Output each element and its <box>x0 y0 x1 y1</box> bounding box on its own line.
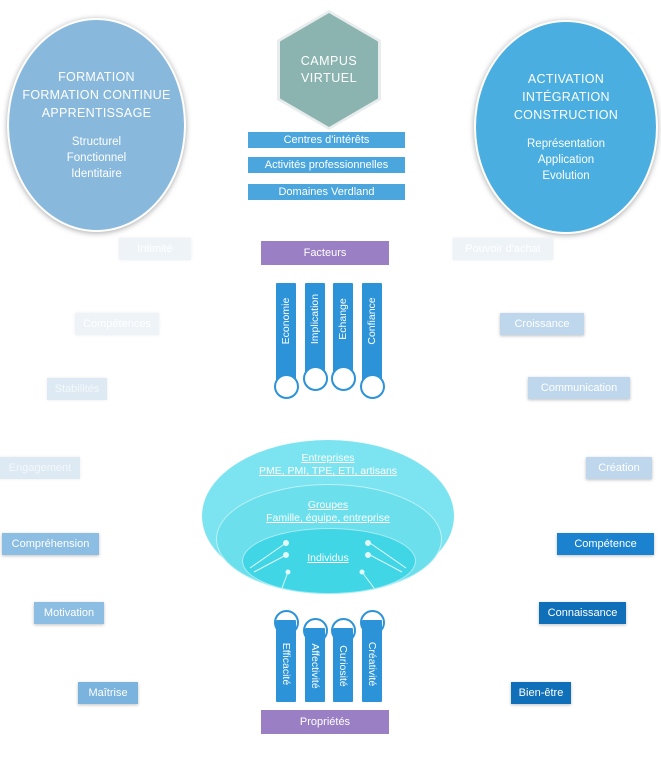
campus-virtuel-hexagon: CAMPUS VIRTUEL <box>277 10 381 130</box>
right-label-bien-etre: Bien-être <box>511 682 571 704</box>
left-label-engagement: Engagement <box>0 457 80 479</box>
right-label-pouvoir-achat: Pouvoir d'achat <box>453 238 553 260</box>
facteur-pill-economie: Economie <box>276 283 296 381</box>
bar-centres-interets: Centres d'intérêts <box>248 132 405 148</box>
right-circle-line-1: ACTIVATION <box>527 72 605 86</box>
facteur-knob-echange <box>331 366 356 391</box>
left-circle-line-1: FORMATION <box>58 70 135 84</box>
propriete-pill-curiosite: Curiosité <box>333 628 353 702</box>
propriete-pill-creativite: Créativité <box>362 620 382 702</box>
propriete-pill-affectivite: Affectivité <box>305 628 325 702</box>
right-circle-sub-2: Application <box>537 154 595 166</box>
right-circle-line-3: CONSTRUCTION <box>513 108 619 122</box>
right-label-communication: Communication <box>528 377 630 399</box>
facteur-pill-implication: Implication <box>305 283 325 375</box>
propriete-label-affectivite: Affectivité <box>309 643 321 689</box>
left-label-intimite: Intimité <box>119 238 191 260</box>
left-concept-circle: FORMATION FORMATION CONTINUE APPRENTISSA… <box>7 18 186 232</box>
campus-line-1: CAMPUS <box>300 54 358 68</box>
right-circle-sub-1: Représentation <box>527 138 605 150</box>
right-label-croissance: Croissance <box>500 313 584 335</box>
ellipse-entreprises-sub: PME, PMI, TPE, ETI, artisans <box>258 465 398 477</box>
facteur-pill-echange: Echange <box>333 283 353 375</box>
left-label-comprehension: Compréhension <box>2 533 99 555</box>
left-circle-sub-3: Identitaire <box>71 168 122 180</box>
facteur-label-implication: Implication <box>309 293 321 345</box>
facteur-label-echange: Echange <box>337 298 349 340</box>
campus-line-2: VIRTUEL <box>300 71 358 85</box>
facteur-knob-implication <box>303 366 328 391</box>
facteur-knob-confiance <box>360 374 385 399</box>
left-circle-sub-2: Fonctionnel <box>66 152 127 164</box>
facteur-knob-economie <box>274 374 299 399</box>
ellipse-connector-lines <box>249 540 407 589</box>
right-concept-circle: ACTIVATION INTÉGRATION CONSTRUCTION Repr… <box>474 20 658 234</box>
propriete-pill-efficacite: Efficacité <box>276 620 296 702</box>
bar-domaines-verdland: Domaines Verdland <box>248 184 405 200</box>
propriete-label-curiosite: Curiosité <box>337 645 349 687</box>
right-label-connaissance: Connaissance <box>539 602 626 624</box>
right-circle-sub-3: Evolution <box>542 170 590 182</box>
left-circle-line-3: APPRENTISSAGE <box>41 106 152 120</box>
propriete-label-creativite: Créativité <box>366 641 378 687</box>
proprietes-box: Propriétés <box>261 710 389 734</box>
ellipse-entreprises-title: Entreprises <box>301 452 355 464</box>
right-circle-line-2: INTÉGRATION <box>522 90 610 104</box>
left-label-stabilites: Stabilités <box>47 378 107 400</box>
facteur-pill-confiance: Confiance <box>362 283 382 381</box>
left-circle-sub-1: Structurel <box>71 136 122 148</box>
left-label-competences: Compétences <box>75 313 159 335</box>
facteur-label-confiance: Confiance <box>366 297 378 345</box>
left-label-maitrise: Maîtrise <box>78 682 138 704</box>
facteur-label-economie: Economie <box>280 297 292 345</box>
right-label-competence: Compétence <box>557 533 654 555</box>
left-circle-line-2: FORMATION CONTINUE <box>22 88 171 102</box>
left-label-motivation: Motivation <box>34 602 104 624</box>
right-label-creation: Création <box>586 457 652 479</box>
facteurs-box: Facteurs <box>261 241 389 265</box>
ellipse-groupes-sub: Famille, équipe, entreprise <box>266 512 390 524</box>
propriete-label-efficacite: Efficacité <box>280 642 292 686</box>
ellipse-groupes-title: Groupes <box>307 499 349 511</box>
ellipse-individus <box>242 528 416 594</box>
bar-activites-professionnelles: Activités professionnelles <box>248 157 405 173</box>
ellipse-individus-title: Individus <box>307 552 349 564</box>
